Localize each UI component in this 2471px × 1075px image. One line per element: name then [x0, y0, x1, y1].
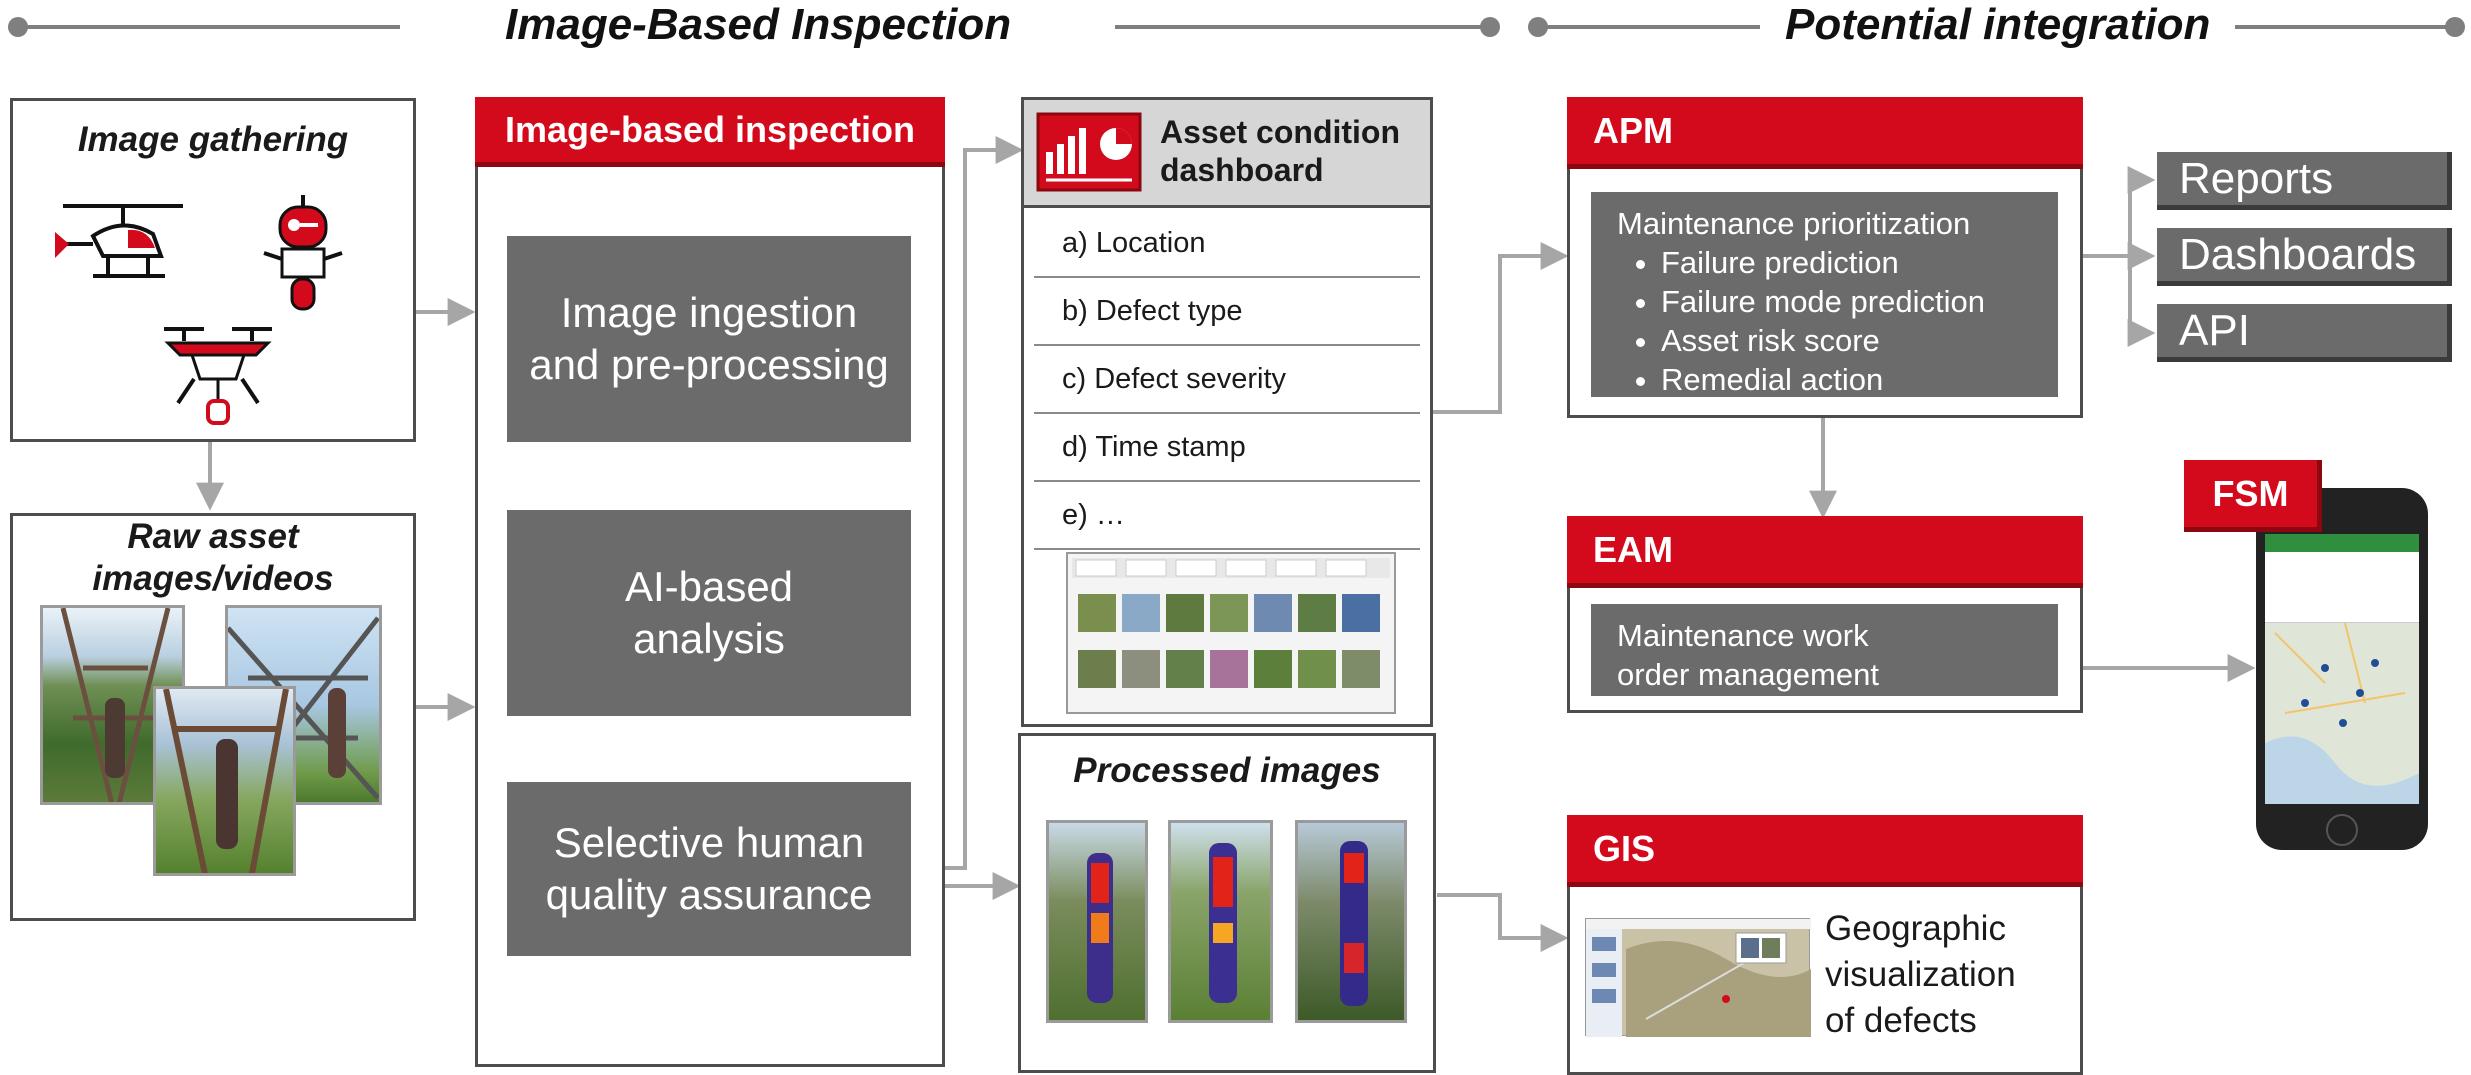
apm-content: Maintenance prioritization Failure predi…	[1591, 192, 2058, 397]
dashboard-item-more: e) …	[1034, 482, 1420, 550]
arrow-processed-to-gis	[1437, 893, 1569, 952]
apm-bullet-failure-prediction: Failure prediction	[1661, 243, 2032, 282]
phone-screen	[2265, 534, 2419, 804]
step-image-ingestion: Image ingestion and pre-processing	[507, 236, 911, 442]
raw-photo-3	[153, 686, 296, 876]
processed-photo-3	[1295, 820, 1407, 1023]
processed-images-title: Processed images	[1073, 751, 1381, 790]
image-gathering-title: Image gathering	[77, 120, 349, 159]
apm-bullet-risk-score: Asset risk score	[1661, 321, 2032, 360]
raw-images-title-line2: images/videos	[92, 559, 334, 598]
phone-map	[2265, 622, 2419, 804]
gis-line1: Geographic	[1825, 909, 2006, 948]
arrow-apm-to-api	[2083, 254, 2156, 347]
eam-line1: Maintenance work	[1617, 618, 1869, 653]
apm-bullet-failure-mode: Failure mode prediction	[1661, 282, 2032, 321]
eam-content: Maintenance work order management	[1591, 604, 2058, 696]
gis-map-screenshot	[1585, 918, 1811, 1037]
section-title-inspection: Image-Based Inspection	[505, 0, 1012, 49]
apm-header: APM	[1567, 97, 2083, 169]
processed-photo-1	[1046, 820, 1148, 1023]
output-dashboards: Dashboards	[2157, 228, 2452, 286]
fsm-phone	[2256, 488, 2428, 850]
step-human-qa-line2: quality assurance	[545, 871, 873, 918]
gis-line2: visualization	[1825, 955, 2016, 994]
step-ai-analysis-line1: AI-based	[624, 563, 794, 610]
dashboard-header: Asset condition dashboard	[1024, 100, 1430, 208]
step-ai-analysis: AI-based analysis	[507, 510, 911, 716]
pipeline-header: Image-based inspection	[475, 97, 945, 167]
inspection-robot-icon	[263, 195, 343, 311]
drone-icon	[164, 327, 272, 425]
output-api: API	[2157, 304, 2452, 362]
dashboard-panel: Asset condition dashboard a) Location b)…	[1021, 97, 1433, 727]
dashboard-title-line2: dashboard	[1160, 152, 1324, 188]
processed-photo-2	[1168, 820, 1273, 1023]
fsm-label: FSM	[2184, 460, 2322, 532]
apm-bullet-remedial-action: Remedial action	[1661, 360, 2032, 399]
output-reports: Reports	[2157, 152, 2452, 210]
helicopter-icon	[55, 204, 183, 278]
section-title-integration: Potential integration	[1785, 0, 2211, 49]
image-gathering-panel: Image gathering	[10, 98, 416, 442]
dashboard-item-defect-type: b) Defect type	[1034, 278, 1420, 346]
dashboard-title-line1: Asset condition	[1160, 114, 1401, 150]
eam-header: EAM	[1567, 516, 2083, 588]
apm-lead: Maintenance prioritization	[1617, 206, 1971, 241]
step-human-qa: Selective human quality assurance	[507, 782, 911, 956]
eam-line2: order management	[1617, 657, 1879, 692]
dashboard-item-location: a) Location	[1034, 210, 1420, 278]
raw-images-title-line1: Raw asset	[127, 517, 299, 556]
gis-text: Geographic visualization of defects	[1825, 906, 2016, 1044]
apm-bullet-list: Failure prediction Failure mode predicti…	[1617, 243, 2032, 399]
step-human-qa-line1: Selective human	[553, 819, 865, 866]
step-image-ingestion-line1: Image ingestion	[560, 289, 858, 336]
dashboard-item-defect-severity: c) Defect severity	[1034, 346, 1420, 414]
gis-header: GIS	[1567, 815, 2083, 887]
dashboard-screenshot	[1066, 552, 1396, 714]
dashboard-item-time-stamp: d) Time stamp	[1034, 414, 1420, 482]
step-image-ingestion-line2: and pre-processing	[529, 341, 889, 388]
dashboard-icon	[1036, 112, 1142, 192]
arrow-apm-to-reports	[2083, 166, 2156, 258]
arrow-dashboard-to-apm	[1432, 242, 1569, 414]
gis-line3: of defects	[1825, 1001, 1977, 1040]
step-ai-analysis-line2: analysis	[633, 615, 785, 662]
